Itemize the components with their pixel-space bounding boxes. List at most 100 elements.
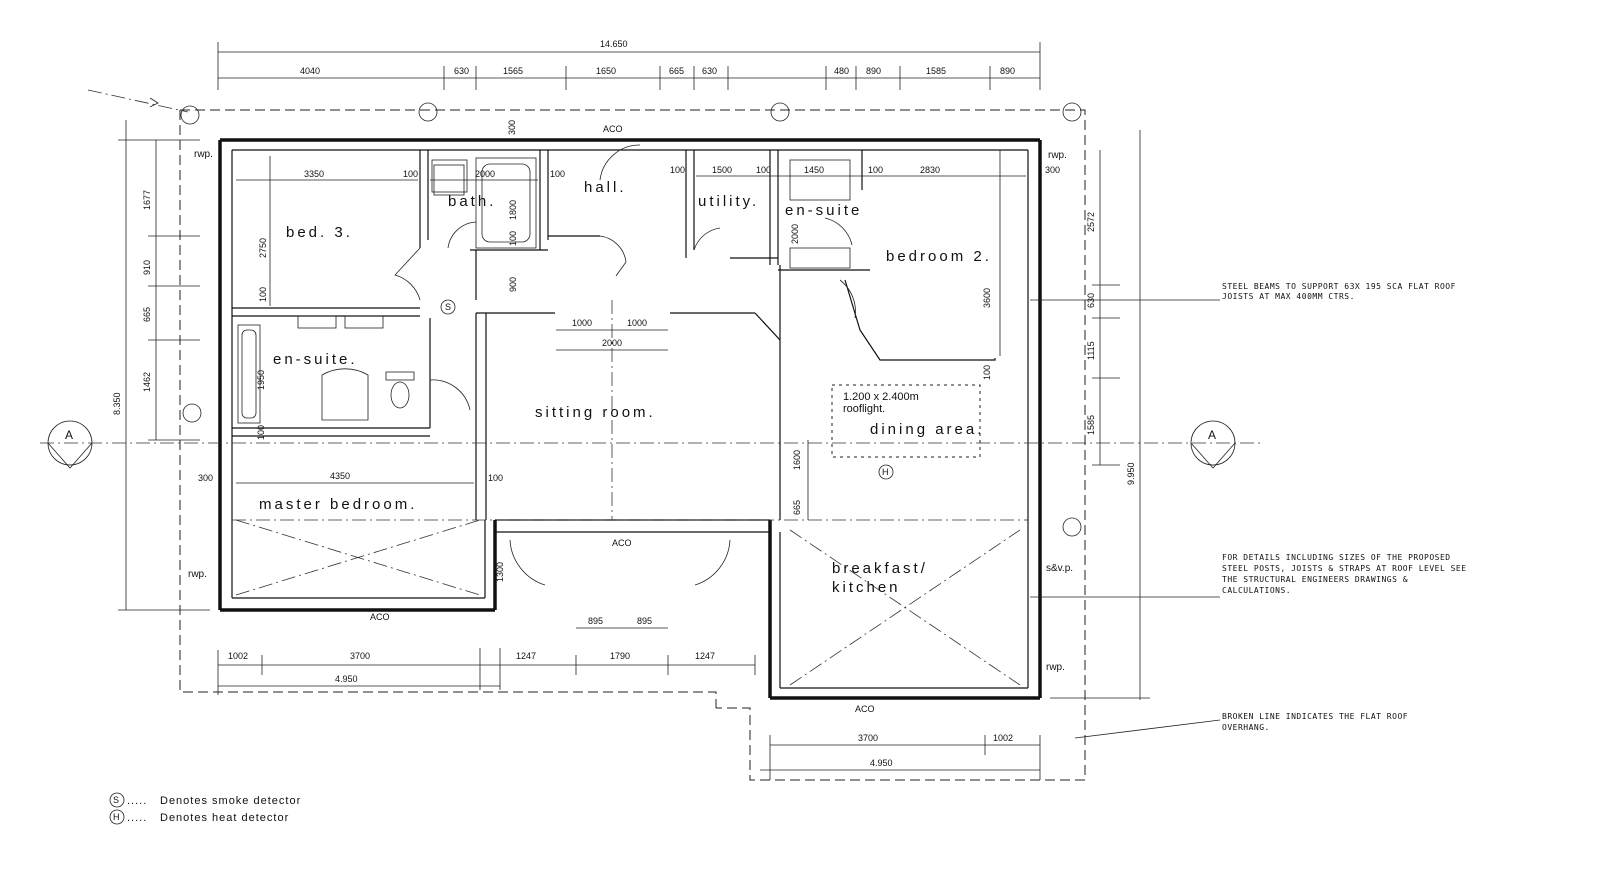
left-dimensions: 8.350 1677 910 665 1462 [112,120,210,611]
rwp-label-top-right: rwp. [1048,150,1067,161]
dim-1000b: 1000 [627,318,647,328]
misc-labels: rwp. rwp. rwp. rwp. ACO ACO ACO ACO s&v.… [188,124,1073,714]
room-label-dining-area: dining area. [870,421,984,438]
dim-2750: 2750 [258,238,268,258]
rooflight-outline [831,384,981,458]
dim-bottom-left-total: 4.950 [335,674,358,684]
room-label-kitchen-2: kitchen [832,579,901,596]
dim-bottom-right-0: 3700 [858,733,878,743]
room-label-master-bedroom: master bedroom. [259,496,417,513]
bottom-left-dimensions: 1002 3700 1247 1790 1247 4.950 [217,648,756,695]
dim-2000c: 2000 [602,338,622,348]
rooflight-label-2: rooflight. [843,403,885,415]
dim-100a: 100 [403,169,418,179]
dim-top-3: 1650 [596,66,616,76]
dim-top-6: 480 [834,66,849,76]
note-broken-line-1: Broken line indicates the flat roof [1222,712,1408,721]
dim-3600: 3600 [982,288,992,308]
dim-100c: 100 [670,165,685,175]
note-details-3: the structural engineers drawings & [1222,575,1408,584]
dim-2000a: 2000 [475,169,495,179]
dim-bottom-left-4: 1247 [695,651,715,661]
dim-top-8: 1585 [926,66,946,76]
section-marker-right: A [1190,420,1236,469]
rwp-label-bottom-left: rwp. [188,569,207,580]
dim-left-1: 910 [142,260,152,275]
legend-heat-symbol: H [113,812,120,822]
note-broken-line-2: overhang. [1222,723,1270,732]
section-marker-left: A [47,420,93,469]
aco-label-front: ACO [612,538,632,548]
dim-top-0: 4040 [300,66,320,76]
note-details-2: steel posts, joists & straps at roof lev… [1222,564,1467,573]
notes: Steel beams to support 63x 195 SCA flat … [1030,282,1467,739]
aco-label-kitchen: ACO [855,704,875,714]
detector-symbols: S H [440,299,894,480]
column-markers [180,102,1082,537]
dim-100f: 100 [508,231,518,246]
dim-bottom-right-1: 1002 [993,733,1013,743]
internal-walls [232,150,996,520]
dim-top-1: 630 [454,66,469,76]
dim-100d: 100 [756,165,771,175]
dim-895a: 895 [588,616,603,626]
door-swings [394,144,856,586]
smoke-detector-symbol: S [445,302,451,312]
room-label-bed3: bed. 3. [286,224,353,241]
room-label-ensuite-top: en-suite [785,202,862,219]
dim-1600: 1600 [792,450,802,470]
svp-label: s&v.p. [1046,563,1073,574]
dim-4350: 4350 [330,471,350,481]
dim-left-2: 665 [142,307,152,322]
dim-bottom-right-total: 4.950 [870,758,893,768]
dim-top-2: 1565 [503,66,523,76]
dim-right-1: 630 [1086,293,1096,308]
legend-heat-text: Denotes heat detector [160,812,289,824]
dim-left-3: 1462 [142,372,152,392]
external-walls [218,138,1042,700]
section-a-label-right: A [1208,428,1216,442]
legend: S ..... Denotes smoke detector H ..... D… [109,792,301,825]
dim-300r: 300 [1045,165,1060,175]
dim-bottom-left-1: 3700 [350,651,370,661]
dim-1500: 1500 [712,165,732,175]
heat-detector-symbol: H [882,467,889,477]
section-a-label-left: A [65,428,73,442]
dim-top-9: 890 [1000,66,1015,76]
dim-overall-top: 14.650 [600,39,628,49]
dim-right-total: 9.950 [1126,462,1136,485]
dim-100h: 100 [256,425,266,440]
interior-dimensions: 3350 100 2000 100 100 1500 100 1450 100 … [198,120,1060,629]
dim-100g: 100 [258,287,268,302]
right-dimensions: 9.950 2572 630 1115 1585 [1050,130,1150,700]
rwp-label-top-left: rwp. [194,149,213,160]
legend-smoke-dots: ..... [127,795,147,807]
dim-2000b: 2000 [790,224,800,244]
room-label-sitting-room: sitting room. [535,404,656,421]
legend-smoke-text: Denotes smoke detector [160,795,301,807]
bottom-right-dimensions: 3700 1002 4.950 [760,733,1041,780]
dim-895b: 895 [637,616,652,626]
legend-smoke-symbol: S [113,795,119,805]
dim-1950: 1950 [256,370,266,390]
dim-1800: 1800 [508,200,518,220]
dim-right-3: 1585 [1086,415,1096,435]
dim-1450: 1450 [804,165,824,175]
dim-1000a: 1000 [572,318,592,328]
dim-bottom-left-3: 1790 [610,651,630,661]
dim-1300: 1300 [495,562,505,582]
room-label-hall: hall. [584,179,627,196]
room-label-utility: utility. [698,193,759,210]
room-label-ensuite-left: en-suite. [273,351,358,368]
legend-heat-dots: ..... [127,812,147,824]
note-steel-beams-1: Steel beams to support 63x 195 SCA flat … [1222,282,1456,291]
dim-2830: 2830 [920,165,940,175]
dim-3350: 3350 [304,169,324,179]
structural-bracing [40,300,1260,686]
approach-arrow [87,89,189,113]
room-label-kitchen-1: breakfast/ [832,560,928,577]
dim-900: 900 [508,277,518,292]
roof-overhang-outline [179,109,1086,781]
aco-label-master: ACO [370,612,390,622]
